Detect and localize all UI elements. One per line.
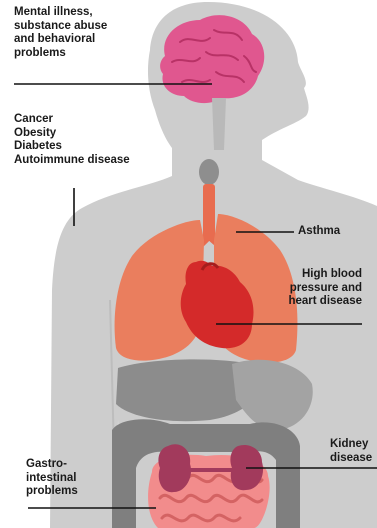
label-kidney-disease: Kidney disease	[330, 438, 372, 465]
label-line: pressure and	[278, 282, 362, 296]
brain-icon	[160, 15, 264, 103]
label-line: Gastro-	[26, 458, 78, 472]
label-line: Asthma	[298, 225, 340, 239]
label-line: substance abuse	[14, 20, 107, 34]
label-line: High blood	[278, 268, 362, 282]
label-mental-illness: Mental illness, substance abuse and beha…	[14, 6, 107, 60]
label-line: Obesity	[14, 127, 130, 141]
larynx	[199, 159, 219, 185]
label-line: heart disease	[278, 295, 362, 309]
label-gastrointestinal: Gastro- intestinal problems	[26, 458, 78, 499]
label-line: Diabetes	[14, 140, 130, 154]
label-line: intestinal	[26, 472, 78, 486]
label-chronic-diseases: Cancer Obesity Diabetes Autoimmune disea…	[14, 113, 130, 167]
label-line: Kidney	[330, 438, 372, 452]
label-line: Cancer	[14, 113, 130, 127]
label-line: problems	[14, 47, 107, 61]
label-line: Mental illness,	[14, 6, 107, 20]
brainstem	[212, 98, 226, 150]
trachea	[203, 184, 215, 240]
label-line: problems	[26, 485, 78, 499]
label-line: Autoimmune disease	[14, 154, 130, 168]
label-heart-disease: High blood pressure and heart disease	[278, 268, 362, 309]
label-line: disease	[330, 452, 372, 466]
label-line: and behavioral	[14, 33, 107, 47]
label-asthma: Asthma	[298, 225, 340, 239]
